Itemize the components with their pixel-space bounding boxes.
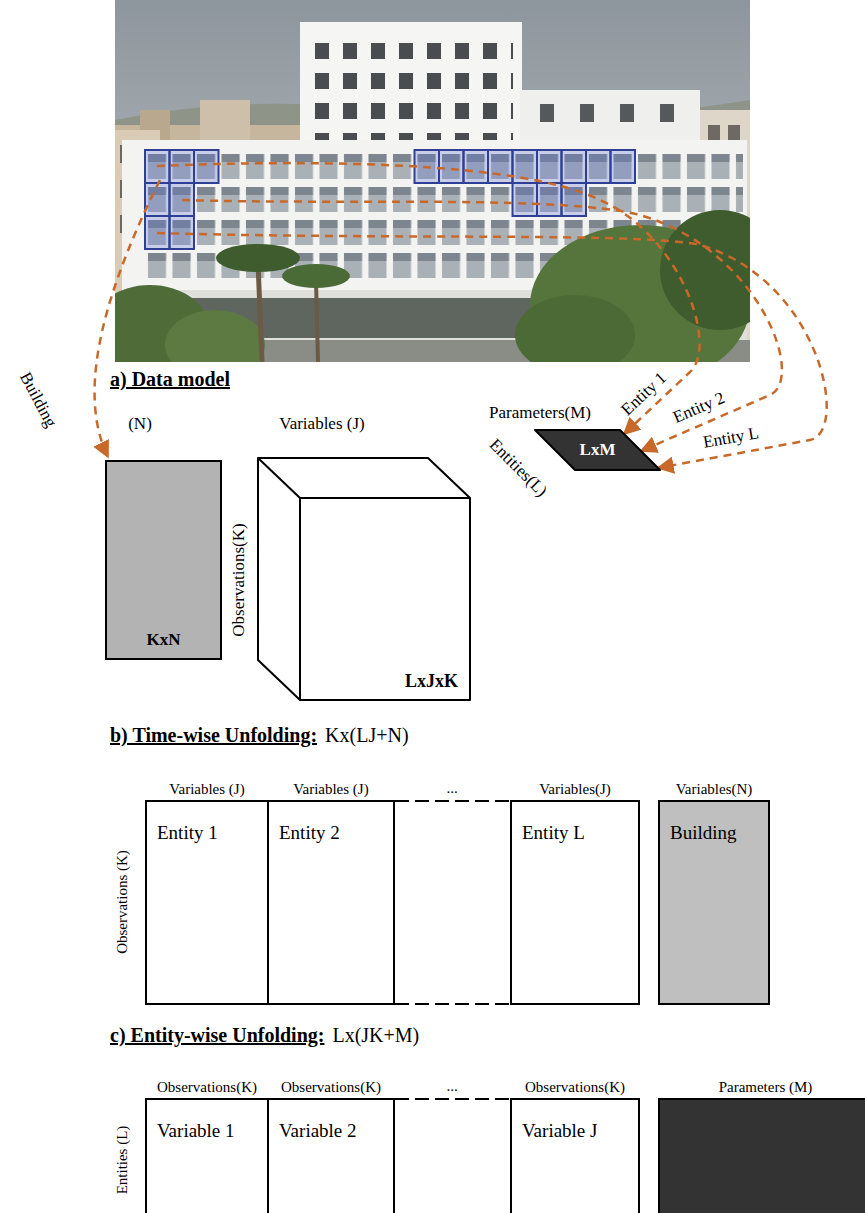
shape-outline: [258, 458, 470, 700]
shape-edge: [299, 498, 301, 700]
block-name: Variable 2: [279, 1120, 357, 1142]
axis-label: Parameters(M): [489, 403, 591, 423]
column-header: Variables (J): [169, 781, 244, 798]
matrix-size: KxN: [147, 630, 181, 650]
building-photo: [115, 0, 750, 362]
column-header: Parameters (M): [719, 1079, 813, 1096]
block-name: Entity L: [522, 822, 585, 844]
ellipsis: ...: [446, 780, 457, 797]
entity-cube: LxJxK: [258, 458, 470, 700]
mapping-arrow: [95, 180, 160, 457]
column-header: Variables(J): [539, 781, 611, 798]
shape-edge: [300, 497, 470, 499]
block-name: Entity 2: [279, 822, 340, 844]
entity-label: Entity 1: [617, 368, 670, 420]
building-block: Variables(N)Building: [658, 800, 770, 1005]
continuation-dashes: [395, 801, 510, 1099]
mapping-arrow: [157, 233, 827, 468]
parameter-sheet: LxM: [535, 430, 660, 470]
block-name: Building: [670, 822, 737, 844]
parameter-block: Parameters (M): [658, 1098, 865, 1213]
section-heading: b) Time-wise Unfolding:: [110, 724, 317, 747]
mapping-arrow: [157, 163, 700, 434]
axis-label: Observations(K): [229, 523, 249, 636]
entity-cube-outline: [258, 458, 470, 700]
column-header: Observations(K): [525, 1079, 625, 1096]
matrix-size: LxM: [580, 440, 616, 460]
mapping-arrows: [95, 163, 827, 468]
block-name: Variable J: [522, 1120, 597, 1142]
unfolded-block: Variables (J)Entity 2: [267, 800, 395, 1005]
section-heading: c) Entity-wise Unfolding:: [110, 1024, 324, 1047]
axis-label: Entities(L): [485, 435, 551, 501]
unfolded-block: Variables (J)Entity 1: [145, 800, 269, 1005]
column-header: Variables (J): [293, 781, 368, 798]
section-heading: a) Data model: [110, 368, 230, 391]
block-name: Variable 1: [157, 1120, 235, 1142]
entity-label: Entity L: [702, 423, 761, 452]
unfolded-block: Observations(K)Variable J: [510, 1098, 640, 1213]
unfolded-block: Variables(J)Entity L: [510, 800, 640, 1005]
dimension-formula: Kx(LJ+N): [325, 724, 409, 747]
unfolded-block: Observations(K)Variable 1: [145, 1098, 269, 1213]
unfolded-block: Observations(K)Variable 2: [267, 1098, 395, 1213]
axis-label: Building: [15, 369, 61, 431]
dimension-formula: Lx(JK+M): [332, 1024, 419, 1047]
column-header: Variables(N): [676, 781, 753, 798]
axis-label: (N): [128, 414, 152, 434]
block-name: Entity 1: [157, 822, 218, 844]
shape-outline: [535, 430, 660, 470]
entity-label: Entity 2: [670, 388, 728, 428]
ellipsis: ...: [446, 1078, 457, 1095]
axis-label: Variables (J): [279, 414, 364, 434]
column-header: Observations(K): [281, 1079, 381, 1096]
matrix-size: LxJxK: [405, 671, 458, 692]
axis-label: Entities (L): [114, 1126, 131, 1195]
axis-label: Observations (K): [114, 850, 131, 954]
column-header: Observations(K): [157, 1079, 257, 1096]
building-matrix: KxN: [105, 460, 222, 660]
shape-edge: [258, 458, 300, 498]
